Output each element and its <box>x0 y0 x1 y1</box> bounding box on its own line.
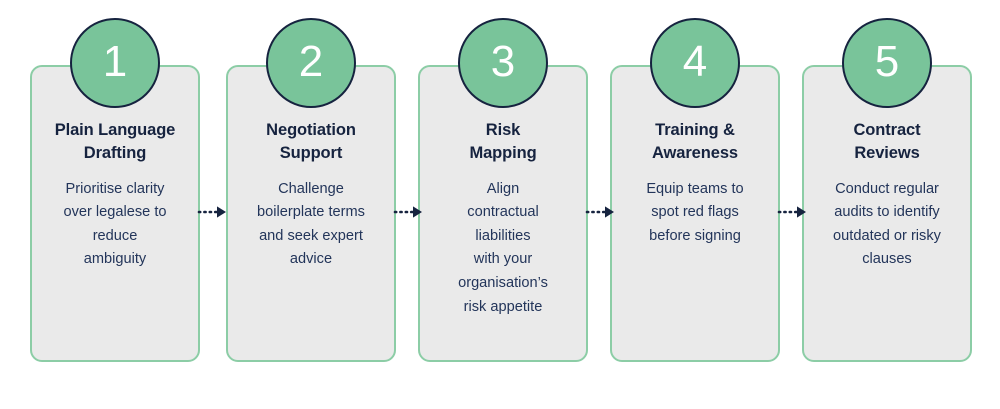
arrow-right-icon <box>777 206 806 218</box>
step-content-1: Plain Language Drafting Prioritise clari… <box>38 119 192 272</box>
step-title-2: Negotiation Support <box>266 121 356 162</box>
step-description-3: Align contractual liabilities with your … <box>458 180 548 315</box>
step-badge-5: 5 <box>842 18 932 108</box>
step-number-4: 4 <box>682 37 708 86</box>
step-number-2: 2 <box>298 37 324 86</box>
connector-arrow-3 <box>585 205 617 219</box>
step-title-4: Training & Awareness <box>652 121 738 162</box>
step-number-3: 3 <box>490 37 516 86</box>
step-number-5: 5 <box>874 37 900 86</box>
step-description-5: Conduct regular audits to identify outda… <box>833 180 941 268</box>
step-badge-4: 4 <box>650 18 740 108</box>
step-title-5: Contract Reviews <box>853 121 921 162</box>
arrow-right-icon <box>393 206 422 218</box>
arrow-right-icon <box>585 206 614 218</box>
step-badge-2: 2 <box>266 18 356 108</box>
step-card-5[interactable]: Contract Reviews Conduct regular audits … <box>802 65 972 362</box>
step-card-2[interactable]: Negotiation Support Challenge boilerplat… <box>226 65 396 362</box>
step-content-3: Risk Mapping Align contractual liabiliti… <box>426 119 580 319</box>
step-badge-3: 3 <box>458 18 548 108</box>
step-description-2: Challenge boilerplate terms and seek exp… <box>257 180 365 268</box>
step-card-3[interactable]: Risk Mapping Align contractual liabiliti… <box>418 65 588 362</box>
step-card-4[interactable]: Training & Awareness Equip teams to spot… <box>610 65 780 362</box>
step-card-1[interactable]: Plain Language Drafting Prioritise clari… <box>30 65 200 362</box>
connector-arrow-4 <box>777 205 809 219</box>
step-title-1: Plain Language Drafting <box>54 121 176 162</box>
step-badge-1: 1 <box>70 18 160 108</box>
step-content-2: Negotiation Support Challenge boilerplat… <box>234 119 388 272</box>
arrow-right-icon <box>197 206 226 218</box>
connector-arrow-2 <box>393 205 425 219</box>
step-description-4: Equip teams to spot red flags before sig… <box>646 180 744 244</box>
step-number-1: 1 <box>102 37 128 86</box>
connector-arrow-1 <box>197 205 229 219</box>
step-description-1: Prioritise clarity over legalese to redu… <box>63 180 167 268</box>
step-title-3: Risk Mapping <box>469 121 537 162</box>
step-content-4: Training & Awareness Equip teams to spot… <box>618 119 772 248</box>
step-content-5: Contract Reviews Conduct regular audits … <box>810 119 964 272</box>
